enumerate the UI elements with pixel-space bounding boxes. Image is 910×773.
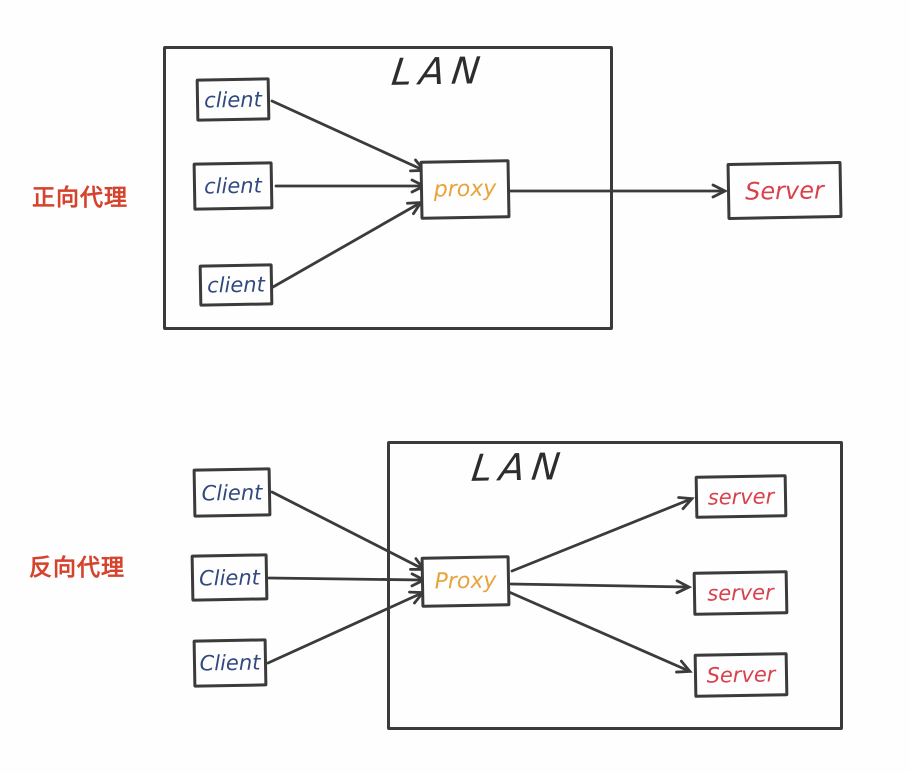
reverse-client-2-node: Client	[190, 553, 269, 602]
reverse-proxy-section-label: 反向代理	[29, 554, 125, 580]
forward-lan-label: LAN	[389, 49, 490, 94]
forward-proxy-node: proxy	[419, 159, 511, 220]
forward-server-node: Server	[726, 161, 843, 220]
forward-client-2-node: client	[192, 161, 274, 211]
forward-proxy-section-label: 正向代理	[32, 184, 128, 210]
reverse-server-1-node: server	[694, 474, 788, 519]
reverse-client-3-node: Client	[192, 638, 268, 688]
reverse-server-3-node: Server	[693, 652, 789, 698]
reverse-lan-label: LAN	[469, 445, 570, 490]
forward-lan-boundary	[163, 46, 613, 330]
reverse-lan-boundary	[387, 441, 843, 730]
reverse-client-1-node: Client	[192, 467, 272, 518]
forward-client-3-node: client	[198, 263, 274, 307]
reverse-proxy-node: Proxy	[420, 555, 511, 608]
reverse-server-2-node: server	[692, 570, 789, 616]
forward-client-1-node: client	[195, 77, 271, 122]
